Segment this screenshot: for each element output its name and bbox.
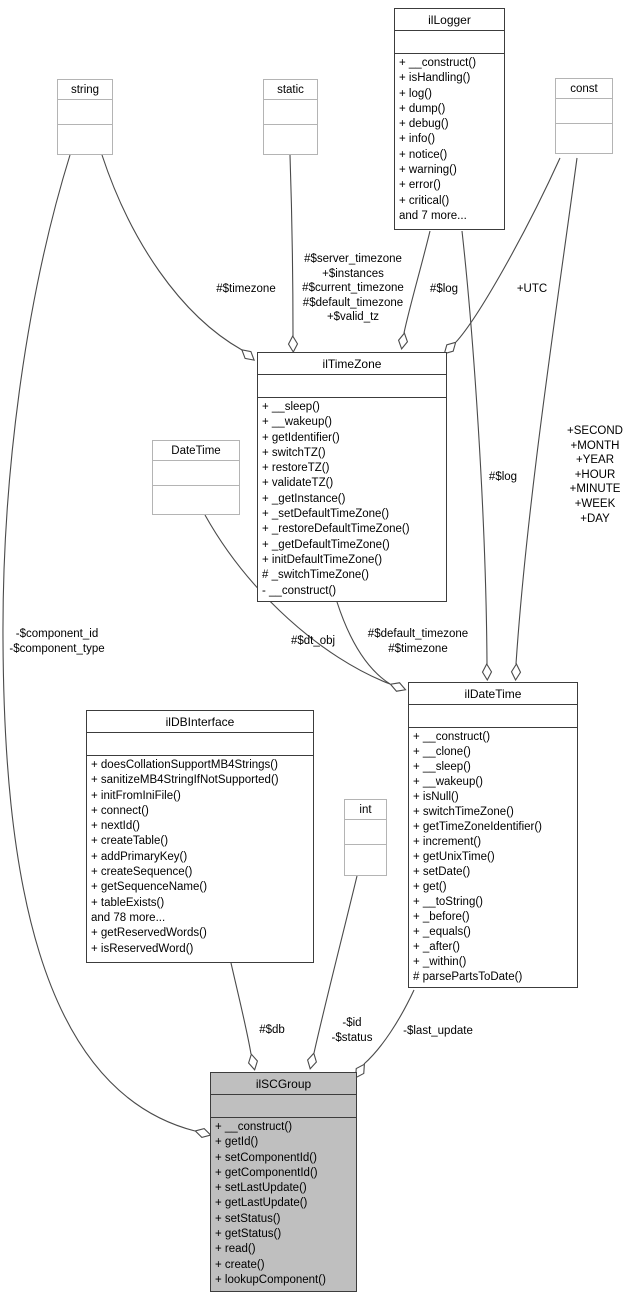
edge-ildatetime-ilscgroup <box>363 989 415 1065</box>
attributes-compartment <box>345 820 386 845</box>
attributes-compartment <box>211 1095 356 1118</box>
methods-compartment: + doesCollationSupportMB4Strings()+ sani… <box>91 759 279 955</box>
edge-static-iltimezone <box>289 154 294 337</box>
methods-compartment: + __construct()+ isHandling()+ log()+ du… <box>399 57 477 222</box>
attributes-compartment <box>264 100 317 125</box>
aggregation-diamond-int-ilscgroup <box>307 1052 317 1070</box>
edge-illogger-ildatetime <box>461 230 488 665</box>
methods-compartment <box>264 125 317 154</box>
aggregation-diamond-into-ildatetime-left <box>389 682 407 692</box>
class-title: DateTime <box>153 441 239 461</box>
methods-compartment <box>153 486 239 514</box>
edge-string-iltimezone <box>101 154 243 351</box>
edge-int-ilscgroup <box>313 875 358 1054</box>
edge-datetime-ildatetime <box>204 514 391 685</box>
class-title: int <box>345 800 386 820</box>
attributes-compartment <box>58 100 112 125</box>
class-title: ilDBInterface <box>87 711 313 733</box>
aggregation-diamond-illogger-ildatetime <box>481 662 493 682</box>
edge-label-timezone: #$timezone <box>216 283 276 295</box>
class-node-static: static <box>263 79 318 155</box>
edge-ildbinterface-ilscgroup <box>230 962 252 1055</box>
class-node-ildatetime[interactable]: ilDateTime + __construct()+ __clone()+ _… <box>408 682 578 988</box>
methods-compartment: + __construct()+ __clone()+ __sleep()+ _… <box>413 731 543 983</box>
class-node-illogger[interactable]: ilLogger + __construct()+ isHandling()+ … <box>394 8 505 230</box>
attributes-compartment <box>153 461 239 486</box>
aggregation-diamond-const-iltimezone <box>443 341 457 355</box>
class-title: ilTimeZone <box>258 353 446 375</box>
class-node-int: int <box>344 799 387 876</box>
class-title: ilLogger <box>395 9 504 31</box>
class-node-ildbinterface[interactable]: ilDBInterface + doesCollationSupportMB4S… <box>86 710 314 963</box>
edge-label-const-members: +SECOND+MONTH+YEAR+HOUR+MINUTE+WEEK+DAY <box>567 425 623 525</box>
edge-const-iltimezone <box>455 157 561 343</box>
class-title: const <box>556 79 612 99</box>
attributes-compartment <box>258 375 446 398</box>
edge-label-log-datetime: #$log <box>488 471 518 483</box>
attributes-compartment <box>87 733 313 756</box>
class-title: ilSCGroup <box>211 1073 356 1095</box>
attributes-compartment <box>395 31 504 54</box>
edge-label-tz-members: #$default_timezone#$timezone <box>367 628 469 655</box>
class-title: ilDateTime <box>409 683 577 705</box>
methods-compartment <box>58 125 112 154</box>
edge-label-dt-obj: #$dt_obj <box>290 635 336 647</box>
class-node-string: string <box>57 79 113 155</box>
methods-compartment: + __construct()+ getId()+ setComponentId… <box>215 1121 326 1286</box>
class-title: static <box>264 80 317 100</box>
edge-label-static-members: #$server_timezone+$instances#$current_ti… <box>302 253 404 324</box>
methods-compartment <box>556 124 612 153</box>
aggregation-diamond-string-iltimezone <box>241 349 255 361</box>
methods-compartment: + __sleep()+ __wakeup()+ getIdentifier()… <box>262 401 410 597</box>
aggregation-diamond-string-ilscgroup <box>194 1128 212 1138</box>
attributes-compartment <box>409 705 577 728</box>
aggregation-diamond-ildatetime-ilscgroup <box>355 1063 365 1079</box>
edge-label-last-update: -$last_update <box>403 1025 473 1037</box>
aggregation-diamond-static-iltimezone <box>287 334 299 354</box>
aggregation-diamond-illogger-iltimezone <box>397 332 409 350</box>
edge-const-ildatetime <box>515 157 578 665</box>
methods-compartment <box>345 845 386 875</box>
class-node-datetime: DateTime <box>152 440 240 515</box>
edge-label-component: -$component_id-$component_type <box>9 628 105 655</box>
edge-label-utc: +UTC <box>516 283 548 295</box>
class-title: string <box>58 80 112 100</box>
attributes-compartment <box>556 99 612 124</box>
edge-string-ilscgroup <box>2 154 196 1132</box>
class-node-const: const <box>555 78 613 154</box>
aggregation-diamond-ildbinterface-ilscgroup <box>247 1053 259 1071</box>
edge-illogger-iltimezone <box>403 230 431 334</box>
edge-label-db: #$db <box>259 1024 285 1036</box>
edge-label-id-status: -$id-$status <box>331 1017 373 1044</box>
edge-iltimezone-ildatetime <box>336 601 391 685</box>
class-node-ilscgroup[interactable]: ilSCGroup + __construct()+ getId()+ setC… <box>210 1072 357 1292</box>
aggregation-diamond-const-ildatetime <box>510 662 522 682</box>
class-node-iltimezone[interactable]: ilTimeZone + __sleep()+ __wakeup()+ getI… <box>257 352 447 602</box>
edge-label-log-timezone: #$log <box>429 283 459 295</box>
